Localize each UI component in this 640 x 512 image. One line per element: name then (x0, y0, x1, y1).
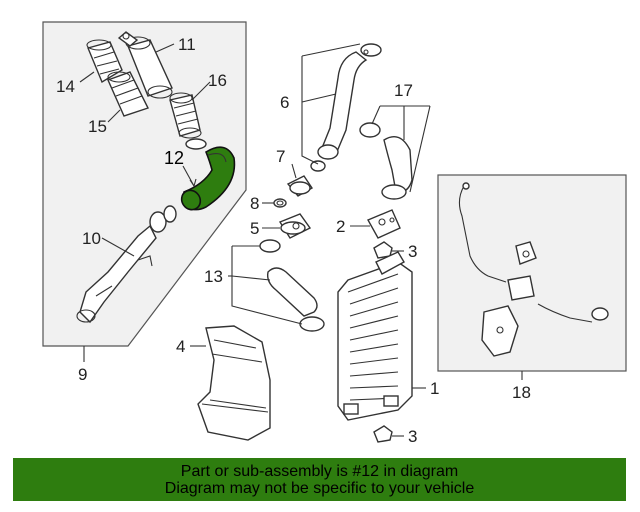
part-12-hose-highlighted[interactable] (178, 146, 236, 213)
callout-16: 16 (208, 71, 227, 90)
callout-labels: 14 11 15 16 12 10 9 6 7 8 5 13 4 17 2 3 … (56, 35, 531, 446)
part-5-valve[interactable] (278, 213, 312, 239)
callout-3-upper: 3 (408, 242, 417, 261)
callout-14: 14 (56, 77, 75, 96)
callout-8: 8 (250, 194, 259, 213)
part-18-hose-assembly[interactable] (458, 182, 609, 357)
callout-7: 7 (276, 147, 285, 166)
part-6-pipe[interactable] (310, 43, 382, 172)
callout-6: 6 (280, 93, 289, 112)
callout-17: 17 (394, 81, 413, 100)
callout-10: 10 (82, 229, 101, 248)
part-16-resonator[interactable] (169, 92, 207, 150)
part-8-oring[interactable] (273, 198, 287, 208)
part-3-nut-lower[interactable] (373, 425, 393, 443)
callout-9: 9 (78, 365, 87, 384)
right-inset-box (437, 174, 627, 372)
callout-12: 12 (164, 148, 184, 168)
part-15-boot[interactable] (107, 71, 149, 117)
leader-lines (79, 43, 523, 437)
part-4-air-guide[interactable] (197, 325, 271, 441)
banner-line-1: Part or sub-assembly is #12 in diagram (180, 462, 459, 480)
callout-4: 4 (176, 337, 185, 356)
callout-13: 13 (204, 267, 223, 286)
callout-15: 15 (88, 117, 107, 136)
callout-2: 2 (336, 217, 345, 236)
part-10-pipe[interactable] (76, 205, 177, 324)
callout-18: 18 (512, 383, 531, 402)
part-17-hose-set[interactable] (359, 122, 413, 200)
part-14-boot[interactable] (86, 39, 123, 84)
callout-1: 1 (430, 379, 439, 398)
part-3-nut-upper[interactable] (373, 241, 393, 259)
part-1-intercooler[interactable] (337, 251, 413, 421)
part-2-bracket[interactable] (367, 209, 401, 239)
part-13-hose[interactable] (259, 239, 325, 332)
parts-diagram: 14 11 15 16 12 10 9 6 7 8 5 13 4 17 2 3 … (42, 21, 627, 446)
banner-line-2: Diagram may not be specific to your vehi… (164, 479, 475, 497)
info-banner: Part or sub-assembly is #12 in diagram D… (13, 458, 626, 501)
callout-11: 11 (178, 35, 196, 54)
left-inset-box (42, 21, 247, 347)
callout-5: 5 (250, 219, 259, 238)
part-11-hose[interactable] (117, 31, 173, 99)
part-7-sensor[interactable] (286, 175, 313, 197)
callout-3-lower: 3 (408, 427, 417, 446)
